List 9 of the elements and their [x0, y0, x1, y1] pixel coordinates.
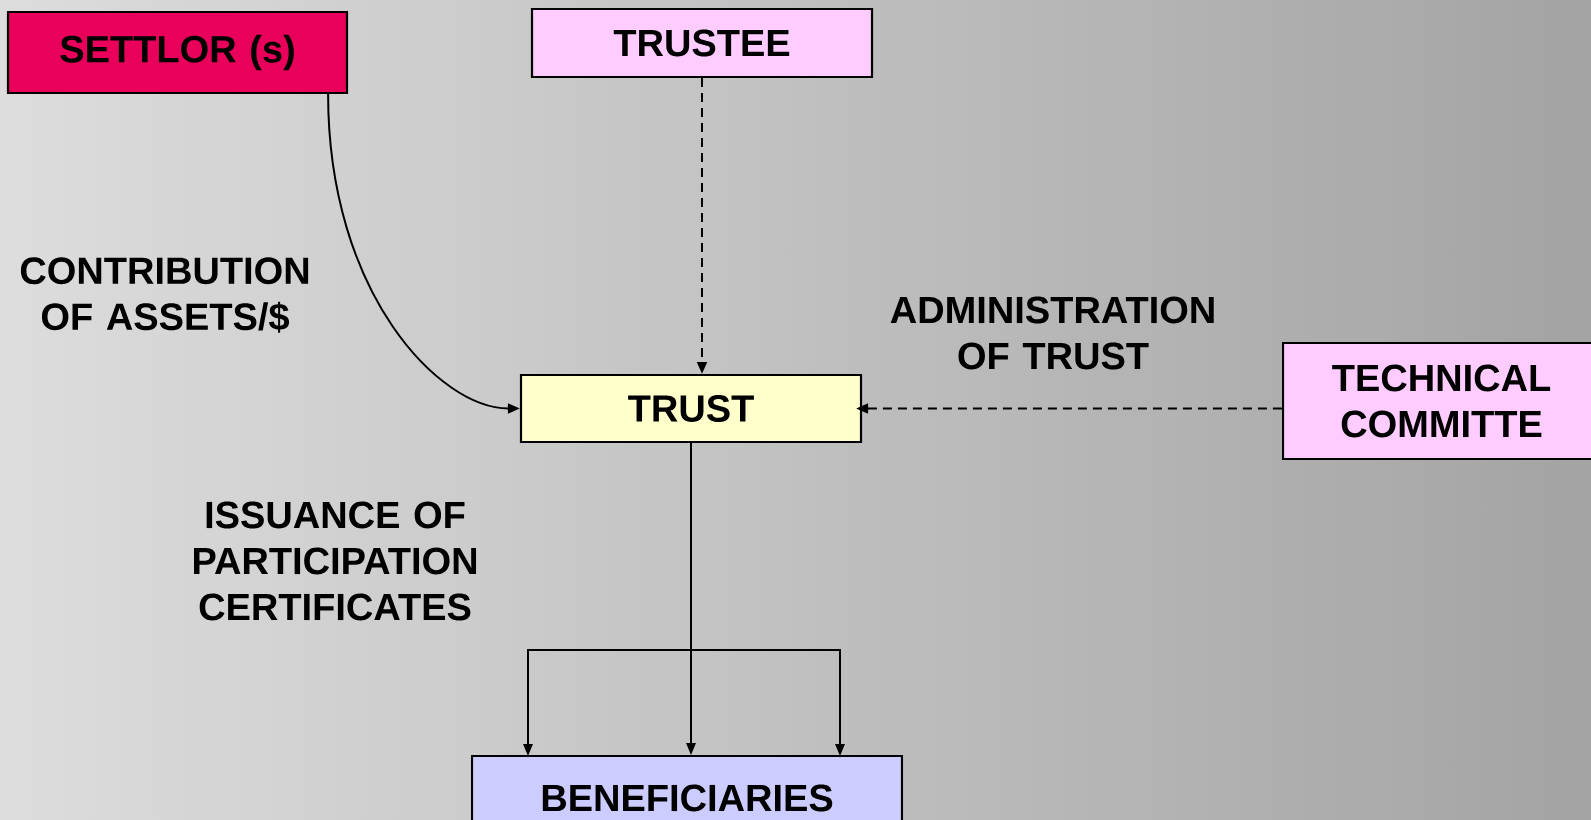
- branching-arrow: [523, 442, 845, 756]
- box: TRUSTEE: [530, 7, 874, 79]
- edge-label: ADMINISTRATION OF TRUST: [890, 296, 1214, 370]
- box: BENEFICIARIES: [470, 754, 904, 820]
- box: SETTLOR (s): [6, 10, 349, 95]
- box: TRUST: [519, 373, 863, 444]
- edge-label: ISSUANCE OF PARTICIPATION CERTIFICATES: [194, 501, 477, 621]
- box: TECHNICAL COMMITTE: [1281, 341, 1591, 461]
- edge-label: CONTRIBUTION OF ASSETS/$: [20, 257, 309, 333]
